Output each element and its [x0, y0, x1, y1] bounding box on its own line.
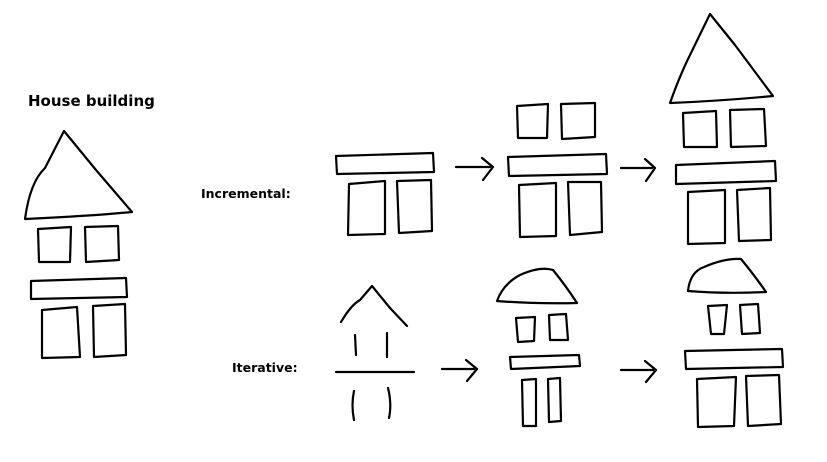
lower-window-left: [346, 179, 387, 237]
roof: [23, 129, 134, 221]
upper-window-right: [738, 302, 762, 336]
upper-window-left: [681, 109, 719, 149]
lower-window-left: [686, 188, 727, 246]
floor-slab: [508, 353, 582, 371]
arrow-icon: [440, 358, 479, 383]
lower-wall-left: [351, 389, 356, 422]
upper-window-right: [728, 107, 768, 149]
roof: [668, 12, 775, 105]
upper-window-right: [547, 312, 570, 342]
lower-window-right: [91, 302, 128, 359]
upper-window-left: [706, 303, 729, 336]
incremental-arrow-1: [454, 156, 495, 182]
floor-slab: [29, 276, 129, 301]
iterative-arrow-2: [619, 359, 658, 384]
iterative-step-3: [683, 257, 785, 429]
lower-window-left: [40, 305, 82, 360]
floor-slab: [674, 159, 778, 186]
wall-line-left: [353, 333, 358, 357]
iterative-step-1: [334, 284, 416, 422]
incremental-arrow-2: [619, 157, 657, 183]
arrow-icon: [454, 156, 495, 182]
lower-window-left: [517, 181, 558, 239]
lower-wall-right: [386, 386, 392, 420]
upper-window-right: [83, 224, 121, 264]
lower-window-right: [744, 373, 783, 428]
lower-window-left: [695, 375, 738, 429]
lower-window-left: [520, 377, 538, 428]
incremental-step-2: [506, 101, 609, 239]
complete-house: [23, 129, 134, 360]
diagram-title: House building: [28, 92, 155, 110]
lower-window-right: [546, 376, 563, 424]
roof-outline: [339, 284, 409, 328]
incremental-label: Incremental:: [201, 186, 291, 201]
iterative-arrow-1: [440, 358, 479, 383]
roof: [495, 267, 579, 305]
floor-slab: [506, 152, 609, 178]
arrow-icon: [619, 157, 657, 183]
lower-window-right: [735, 186, 773, 243]
lower-window-right: [395, 178, 434, 235]
arrow-icon: [619, 359, 658, 384]
floor-slab: [683, 347, 785, 371]
lower-window-right: [566, 180, 604, 237]
upper-window-left: [514, 315, 537, 344]
upper-window-right: [559, 101, 597, 141]
upper-window-left: [515, 102, 550, 140]
iterative-step-2: [495, 267, 582, 428]
floor-slab: [334, 151, 436, 176]
iterative-label: Iterative:: [232, 360, 298, 375]
upper-window-left: [36, 225, 73, 264]
incremental-step-3: [668, 12, 778, 246]
incremental-step-1: [334, 151, 436, 237]
roof: [686, 257, 768, 294]
